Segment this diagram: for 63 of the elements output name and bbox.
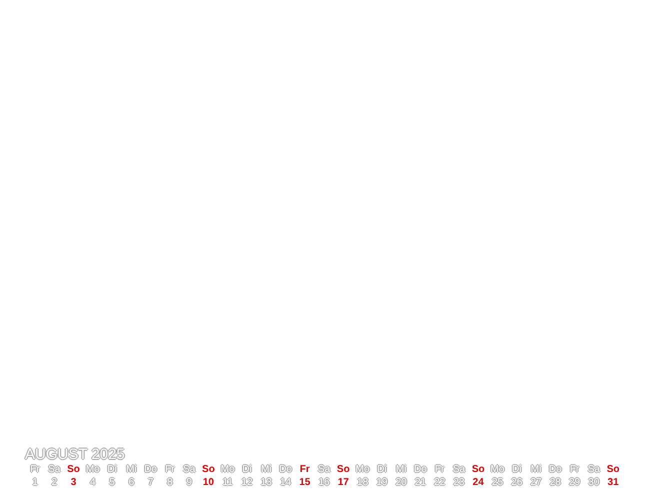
day-number: 19 (375, 477, 389, 489)
day-number: 14 (278, 477, 293, 489)
day-number: 13 (259, 477, 274, 489)
weekday-name: Mo (84, 464, 102, 476)
weekday-name: So (66, 464, 81, 476)
weekday-name: Mo (220, 464, 236, 476)
day-number: 28 (548, 477, 562, 489)
day-number: 25 (490, 477, 505, 489)
day-number: 18 (356, 477, 370, 489)
weekday-name: So (336, 464, 351, 476)
weekday-name: Di (376, 464, 388, 476)
day-number: 10 (202, 477, 215, 489)
weekday-name: Mo (354, 464, 372, 476)
weekday-name: So (201, 464, 216, 476)
weekday-name: Do (143, 464, 158, 476)
weekday-name: Mo (489, 464, 506, 476)
weekday-name: Do (278, 464, 294, 476)
day-number: 1 (31, 477, 40, 489)
weekday-name: Do (548, 464, 564, 476)
weekday-name: Sa (316, 464, 332, 476)
weekday-name: Di (241, 464, 253, 476)
weekday-name: Mi (125, 464, 138, 476)
weekday-name: Mi (260, 464, 273, 476)
day-number: 9 (184, 477, 194, 489)
weekday-name: Sa (452, 464, 467, 476)
weekday-name: So (470, 464, 486, 476)
day-number: 27 (529, 477, 543, 489)
day-number: 24 (472, 477, 485, 489)
weekday-name: Fr (298, 464, 311, 476)
day-number: 15 (298, 477, 312, 489)
day-number: 30 (586, 477, 601, 489)
weekday-name: Sa (46, 464, 62, 476)
day-number: 22 (432, 477, 447, 489)
weekday-name: Fr (29, 464, 42, 476)
weekday-name: Mi (394, 464, 408, 476)
day-number: 20 (394, 477, 408, 489)
day-number: 17 (336, 477, 350, 489)
weekday-name: Di (106, 464, 118, 476)
month-title: AUGUST 2025 (25, 446, 125, 464)
weekday-name: Fr (568, 464, 581, 476)
weekday-name: Di (510, 464, 523, 476)
day-number: 8 (166, 477, 174, 489)
day-number: 29 (568, 477, 582, 489)
weekday-name: Sa (586, 464, 602, 476)
weekday-name: Mi (530, 464, 543, 476)
day-number: 11 (221, 477, 234, 489)
day-number: 5 (108, 477, 116, 489)
day-number: 4 (88, 477, 98, 489)
weekday-name: Sa (182, 464, 198, 476)
day-number: 12 (240, 477, 254, 489)
day-number: 21 (413, 477, 428, 489)
day-number: 26 (510, 477, 524, 489)
day-number: 16 (317, 477, 332, 489)
day-number: 6 (127, 477, 136, 489)
weekday-name: Fr (434, 464, 446, 476)
weekday-name: Fr (164, 464, 176, 476)
day-number: 2 (50, 477, 58, 489)
weekday-name: Do (412, 464, 428, 476)
weekday-name: So (606, 464, 620, 476)
day-number: 7 (146, 477, 155, 489)
day-number: 23 (452, 477, 466, 489)
day-number: 3 (70, 477, 78, 489)
day-number: 31 (606, 477, 620, 489)
